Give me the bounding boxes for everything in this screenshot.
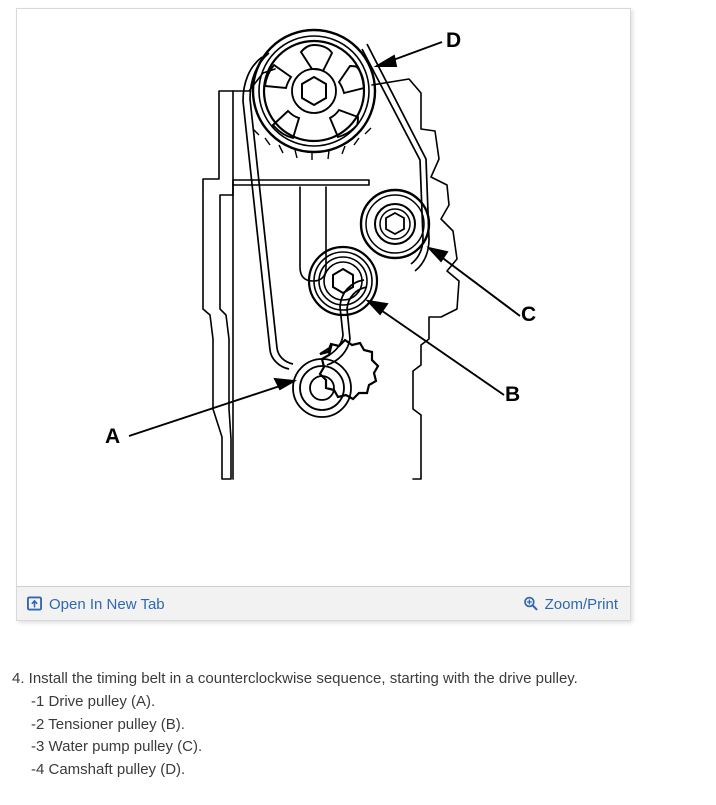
instruction-sub-item: -4 Camshaft pulley (D).: [31, 761, 186, 779]
open-in-new-tab-button[interactable]: Open In New Tab: [27, 596, 165, 613]
open-in-new-tab-label: Open In New Tab: [49, 596, 165, 613]
open-in-new-tab-icon: [27, 596, 42, 611]
engine-block-outline: [202, 68, 460, 480]
zoom-print-label: Zoom/Print: [544, 596, 618, 613]
magnifier-plus-icon: [523, 596, 538, 611]
image-viewer-card: D C B A Open In New Tab: [16, 8, 631, 621]
drive-pulley: [292, 338, 380, 418]
timing-belt-diagram[interactable]: D C B A: [17, 9, 630, 586]
instruction-sub-item: -1 Drive pulley (A).: [31, 692, 156, 710]
camshaft-pulley: [251, 28, 377, 160]
instruction-sub-item: -2 Tensioner pulley (B).: [31, 715, 185, 733]
zoom-print-button[interactable]: Zoom/Print: [523, 596, 618, 613]
viewer-toolbar: Open In New Tab Zoom/Print: [17, 586, 630, 620]
instruction-sub-item: -3 Water pump pulley (C).: [31, 738, 203, 756]
instruction-step: 4. Install the timing belt in a counterc…: [12, 670, 578, 687]
callout-label-a: A: [105, 425, 120, 448]
callout-label-b: B: [505, 383, 520, 406]
timing-belt-diagram-svg: D C B A: [17, 9, 630, 586]
instructions-block: 4. Install the timing belt in a counterc…: [0, 668, 716, 782]
callout-label-d: D: [446, 29, 461, 52]
callout-label-c: C: [521, 303, 536, 326]
callout-labels: D C B A: [105, 29, 536, 448]
water-pump-pulley: [359, 188, 431, 260]
timing-belt: [242, 43, 430, 370]
tensioner-pulley: [307, 245, 379, 317]
callout-leaders: [128, 41, 521, 437]
